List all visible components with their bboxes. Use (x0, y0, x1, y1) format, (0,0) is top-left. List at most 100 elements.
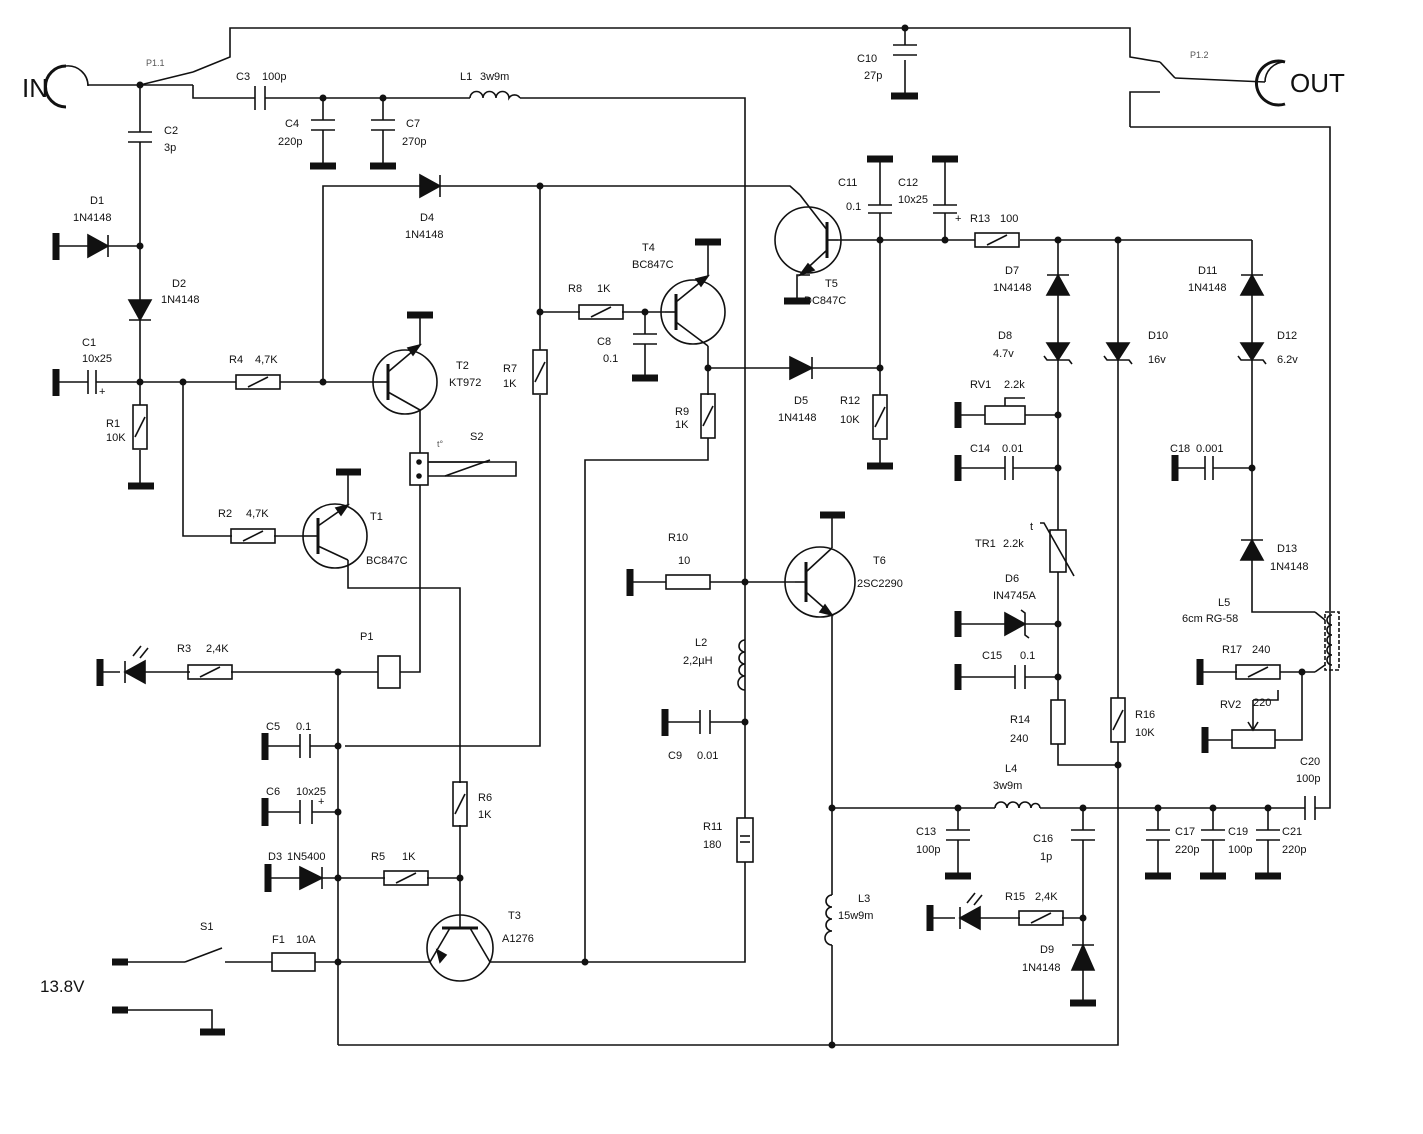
c7-val: 270p (402, 136, 426, 148)
c9-val: 0.01 (697, 750, 718, 762)
rv2-ref: RV2 (1220, 699, 1241, 711)
capacitors: + + + (87, 44, 1316, 841)
d7-val: 1N4148 (993, 282, 1032, 294)
c20-ref: C20 (1300, 756, 1320, 768)
r5-val: 1K (402, 851, 416, 863)
r7-val: 1K (503, 378, 517, 390)
r15-val: 2,4K (1035, 891, 1058, 903)
capacitor-c3 (254, 86, 266, 110)
c14-ref: C14 (970, 443, 990, 455)
fuse-value: 10A (296, 934, 316, 946)
inductor-l1 (469, 90, 521, 101)
tr1-t: t (1030, 521, 1033, 533)
junction-dots (136, 24, 1306, 1049)
relay-contact-p12 (1159, 61, 1176, 79)
d7-ref: D7 (1005, 265, 1019, 277)
junction (1114, 236, 1122, 244)
r14-ref: R14 (1010, 714, 1030, 726)
r15-ref: R15 (1005, 891, 1025, 903)
c13-val: 100p (916, 844, 940, 856)
resistor-r11 (736, 817, 754, 863)
t5-ref: T5 (825, 278, 838, 290)
transistor-t2 (372, 343, 438, 415)
capacitor-c5 (299, 734, 311, 758)
r6-val: 1K (478, 809, 492, 821)
rv1-ref: RV1 (970, 379, 991, 391)
r10-ref: R10 (668, 532, 688, 544)
junction (1298, 668, 1306, 676)
resistors (132, 232, 1281, 972)
junction (941, 236, 949, 244)
transistor-t3 (426, 914, 494, 982)
junction (1054, 464, 1062, 472)
c6-ref: C6 (266, 786, 280, 798)
c15-val: 0.1 (1020, 650, 1035, 662)
r4-ref: R4 (229, 354, 243, 366)
c20-val: 100p (1296, 773, 1320, 785)
diode-d9 (1070, 943, 1096, 971)
junction (179, 378, 187, 386)
transistor-t4 (660, 274, 726, 347)
l3-val: 15w9m (838, 910, 873, 922)
diode-d13 (1239, 538, 1265, 561)
d6-val: IN4745A (993, 590, 1036, 602)
capacitor-c17 (1146, 829, 1170, 841)
supply-label: 13.8V (40, 977, 85, 996)
switch-s1-label: S1 (200, 921, 213, 933)
junction (581, 958, 589, 966)
d12-ref: D12 (1277, 330, 1297, 342)
d3-ref: D3 (268, 851, 282, 863)
resistor-r4 (235, 374, 281, 390)
capacitor-c2 (128, 131, 152, 143)
capacitor-c21 (1256, 829, 1280, 841)
capacitor-c16 (1071, 829, 1095, 841)
t1-ref: T1 (370, 511, 383, 523)
r9-ref: R9 (675, 406, 689, 418)
t1-val: BC847C (366, 555, 408, 567)
d10-ref: D10 (1148, 330, 1168, 342)
in-connector (44, 64, 89, 109)
t4-ref: T4 (642, 242, 655, 254)
t3-ref: T3 (508, 910, 521, 922)
junction (334, 742, 342, 750)
d13-ref: D13 (1277, 543, 1297, 555)
l2-ref: L2 (695, 637, 707, 649)
relay-p11-label: P1.1 (146, 58, 165, 68)
d13-val: 1N4148 (1270, 561, 1309, 573)
l2-val: 2,2µH (683, 655, 713, 667)
rv2-val: 220 (1253, 697, 1271, 709)
diode-d1 (87, 233, 110, 259)
junction (1054, 236, 1062, 244)
zener-d10 (1103, 342, 1133, 365)
capacitor-c12 (933, 204, 957, 214)
junction (1054, 411, 1062, 419)
t3-val: A1276 (502, 933, 534, 945)
capacitor-c7 (371, 119, 395, 131)
junction (334, 874, 342, 882)
l1-val: 3w9m (480, 71, 509, 83)
c15-ref: C15 (982, 650, 1002, 662)
junction (334, 668, 342, 676)
thermo-symbol: t° (437, 439, 444, 449)
junction (319, 94, 327, 102)
r6-ref: R6 (478, 792, 492, 804)
capacitor-c1 (87, 370, 97, 394)
d5-ref: D5 (794, 395, 808, 407)
diode-d5 (789, 355, 814, 381)
led-d-right (958, 892, 983, 931)
r1-ref: R1 (106, 418, 120, 430)
in-label: IN (22, 73, 48, 103)
inductors (469, 90, 1340, 946)
junction (1114, 761, 1122, 769)
r2-ref: R2 (218, 508, 232, 520)
r13-ref: R13 (970, 213, 990, 225)
d2-val: 1N4148 (161, 294, 200, 306)
capacitor-c20 (1304, 796, 1316, 820)
fuse-ref: F1 (272, 934, 285, 946)
c4-ref: C4 (285, 118, 299, 130)
potentiometer-rv2 (1231, 715, 1276, 749)
d4-ref: D4 (420, 212, 434, 224)
c13-ref: C13 (916, 826, 936, 838)
diode-d2 (127, 299, 153, 322)
